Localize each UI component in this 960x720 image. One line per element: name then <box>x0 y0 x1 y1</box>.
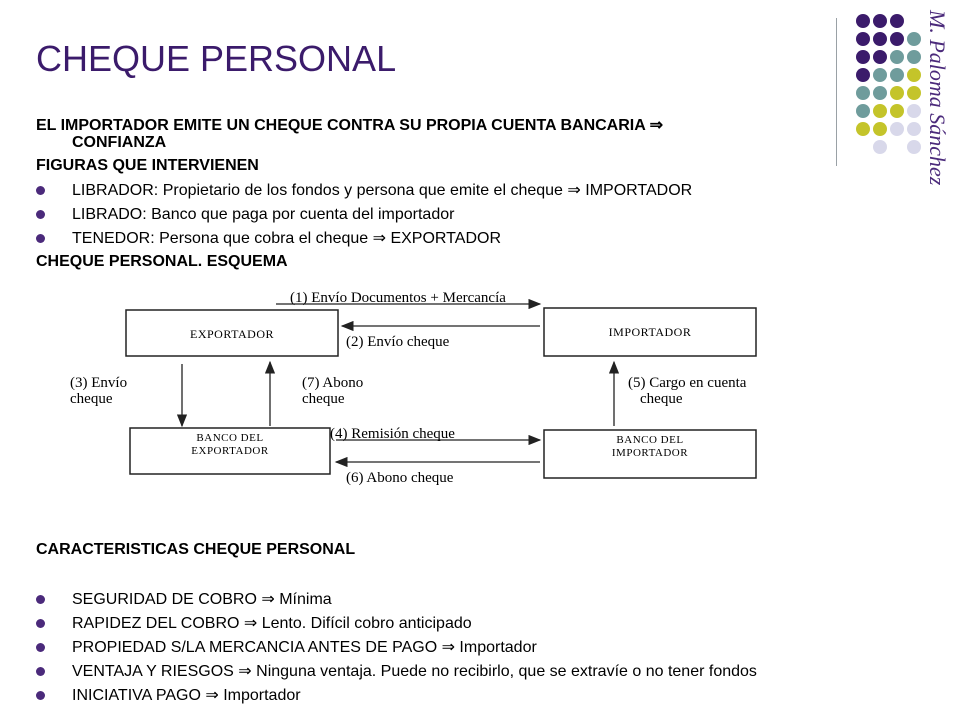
importador-box <box>543 307 757 357</box>
importador-label: IMPORTADOR <box>609 325 692 339</box>
dot-purple <box>856 14 870 28</box>
dot-olive <box>873 104 887 118</box>
figura-item: LIBRADOR: Propietario de los fondos y pe… <box>72 182 693 199</box>
exportador-label: EXPORTADOR <box>190 327 274 341</box>
bullet-icon <box>36 595 45 604</box>
dot-teal <box>856 104 870 118</box>
bullet-icon <box>36 210 45 219</box>
bullet-icon <box>36 186 45 195</box>
dot-purple <box>873 14 887 28</box>
dot-purple <box>873 32 887 46</box>
arrow-label-3: (3) Envío <box>70 375 127 391</box>
dot-lavender <box>890 122 904 136</box>
caracteristica-item: INICIATIVA PAGO ⇒ Importador <box>72 687 301 704</box>
figuras-heading: FIGURAS QUE INTERVIENEN <box>36 157 259 174</box>
intro-line-continued: CONFIANZA <box>72 134 167 151</box>
exportador-box <box>125 309 339 357</box>
banco-exportador-label: EXPORTADOR <box>191 445 269 457</box>
dot-purple <box>890 14 904 28</box>
dot-teal <box>873 68 887 82</box>
arrow-label-4: (4) Remisión cheque <box>330 426 455 442</box>
dot-teal <box>856 86 870 100</box>
arrow-label-1: (1) Envío Documentos + Mercancía <box>290 290 506 306</box>
dot-purple <box>856 68 870 82</box>
banco-importador-box <box>543 429 757 479</box>
bullet-icon <box>36 234 45 243</box>
dot-olive <box>907 68 921 82</box>
slide-title: CHEQUE PERSONAL <box>36 38 397 79</box>
bullet-icon <box>36 667 45 676</box>
intro-line: EL IMPORTADOR EMITE UN CHEQUE CONTRA SU … <box>36 117 664 134</box>
dot-purple <box>856 50 870 64</box>
dot-lavender <box>873 140 887 154</box>
figura-item: LIBRADO: Banco que paga por cuenta del i… <box>72 206 455 223</box>
dot-olive <box>890 104 904 118</box>
bullet-icon <box>36 691 45 700</box>
author-signature: M. Paloma Sánchez <box>925 10 950 186</box>
dot-teal <box>907 32 921 46</box>
banco-importador-label: IMPORTADOR <box>612 447 688 459</box>
bullet-icon <box>36 619 45 628</box>
banco-exportador-box <box>129 427 331 475</box>
dot-teal <box>890 50 904 64</box>
arrow-label-7: (7) Abono <box>302 375 363 391</box>
arrow-label-2: (2) Envío cheque <box>346 334 450 350</box>
banco-importador-label: BANCO DEL <box>616 434 683 446</box>
dot-teal <box>907 50 921 64</box>
dot-purple <box>856 32 870 46</box>
caracteristicas-heading: CARACTERISTICAS CHEQUE PERSONAL <box>36 541 356 558</box>
dot-teal <box>890 68 904 82</box>
dot-olive <box>907 86 921 100</box>
arrow-label-6: (6) Abono cheque <box>346 470 454 486</box>
dot-purple <box>890 32 904 46</box>
caracteristica-item: PROPIEDAD S/LA MERCANCIA ANTES DE PAGO ⇒… <box>72 639 537 656</box>
dot-olive <box>873 122 887 136</box>
esquema-heading: CHEQUE PERSONAL. ESQUEMA <box>36 253 288 270</box>
dot-olive <box>856 122 870 136</box>
dot-purple <box>873 50 887 64</box>
decorative-divider <box>836 18 837 166</box>
caracteristica-item: RAPIDEZ DEL COBRO ⇒ Lento. Difícil cobro… <box>72 615 472 632</box>
arrow-label-3: cheque <box>70 391 113 407</box>
dot-lavender <box>907 140 921 154</box>
caracteristica-item: VENTAJA Y RIESGOS ⇒ Ninguna ventaja. Pue… <box>72 663 757 680</box>
bullet-icon <box>36 643 45 652</box>
caracteristica-item: SEGURIDAD DE COBRO ⇒ Mínima <box>72 591 332 608</box>
arrow-label-7: cheque <box>302 391 345 407</box>
dot-olive <box>890 86 904 100</box>
figura-item: TENEDOR: Persona que cobra el cheque ⇒ E… <box>72 230 501 247</box>
dot-lavender <box>907 104 921 118</box>
dot-teal <box>873 86 887 100</box>
arrow-label-5: (5) Cargo en cuenta <box>628 375 747 391</box>
arrow-label-5: cheque <box>640 391 683 407</box>
dot-lavender <box>907 122 921 136</box>
cheque-flow-diagram: EXPORTADOR IMPORTADOR BANCO DEL EXPORTAD… <box>70 290 757 486</box>
banco-exportador-label: BANCO DEL <box>196 432 263 444</box>
